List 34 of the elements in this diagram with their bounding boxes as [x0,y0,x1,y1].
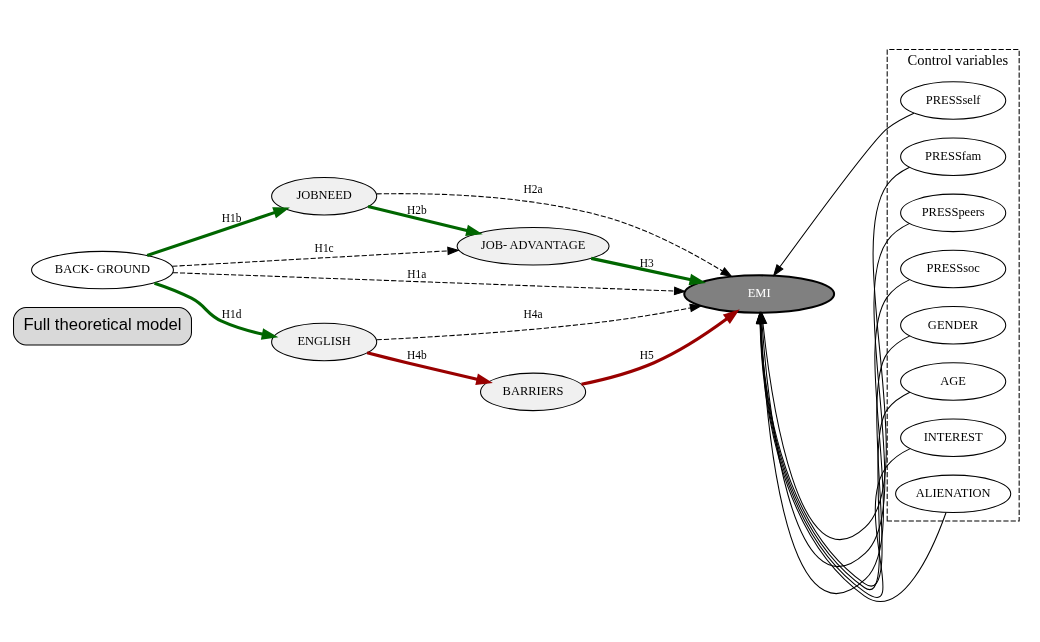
node-ellipse: GENDER [899,305,1006,345]
arrow [375,192,733,277]
edge-label: H2a [523,182,543,195]
arrow [146,206,290,257]
edge-label: H4b [406,348,427,361]
node-ellipse: PRESSpeers [899,193,1006,232]
arrow [153,281,278,340]
arrow [366,350,493,385]
arrow [772,112,914,277]
node-ellipse: PRESSfam [899,136,1006,176]
edge-label: H1b [221,211,241,224]
node-ellipse: INTEREST [899,417,1006,457]
edge-label: H2b [406,203,427,216]
node-ellipse: PRESSself [899,80,1006,120]
arrow [375,303,702,340]
arrow [171,246,460,267]
node-ellipse: ALIENATION [894,474,1011,513]
node-ellipse: ENGLISH [270,322,377,361]
arrow [171,271,686,295]
node-ellipse: BARRIERS [479,372,586,411]
edge-label: H3 [639,256,654,269]
node-box: Full theoretical model [12,306,192,346]
arrow [580,308,740,386]
edge-label: H1d [221,307,241,320]
edge-label: H4a [523,307,543,320]
edge-label: H1c [314,241,334,254]
arrow [367,204,483,236]
arrow [590,256,706,285]
node-ellipse: AGE [899,361,1006,401]
edge-label: H1a [406,267,426,280]
node-ellipse: BACK- GROUND [30,250,174,289]
node-ellipse: PRESSsoc [899,249,1006,288]
node-ellipse: JOBNEED [270,176,377,215]
edge-label: H5 [639,348,654,361]
